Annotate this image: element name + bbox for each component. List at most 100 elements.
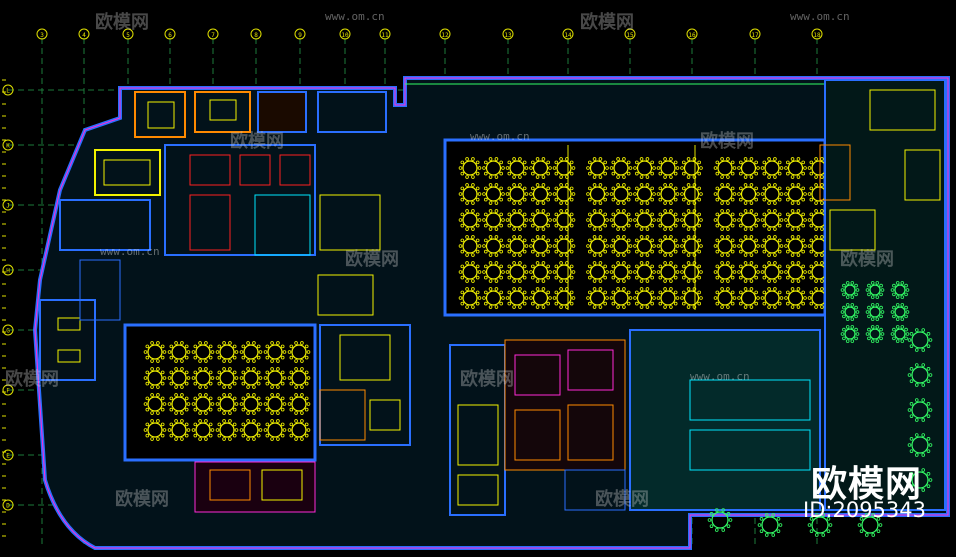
round-table: [482, 157, 505, 179]
round-table: [680, 157, 703, 179]
round-table: [784, 209, 807, 231]
round-table: [458, 157, 482, 179]
round-table: [552, 157, 576, 179]
grid-row-label: G: [6, 328, 10, 335]
round-table: [586, 209, 609, 231]
ballroom-main: [443, 138, 831, 317]
round-table: [263, 367, 287, 389]
grid-column-bubble: [562, 28, 574, 40]
grid-row-bubble: [2, 499, 14, 511]
watermark-brand-8: 欧模网: [460, 369, 514, 390]
round-table: [482, 235, 505, 257]
round-table: [865, 303, 885, 321]
round-table: [737, 183, 760, 205]
round-table: [680, 261, 703, 283]
banquet-hall: [123, 323, 317, 462]
round-table: [191, 393, 215, 415]
east-wing: [629, 79, 946, 537]
round-table: [737, 261, 760, 283]
grid-column-bubble: [502, 28, 514, 40]
round-table: [586, 261, 609, 283]
round-table: [167, 419, 191, 441]
round-table: [287, 341, 311, 363]
grid-row-bubble: [2, 199, 14, 211]
round-table: [840, 303, 860, 321]
round-table: [287, 419, 311, 441]
round-table: [784, 261, 807, 283]
round-table: [609, 235, 633, 257]
round-table: [263, 419, 287, 441]
round-table: [656, 157, 680, 179]
round-table: [239, 393, 263, 415]
round-table: [737, 209, 760, 231]
round-table: [784, 235, 807, 257]
round-table: [215, 367, 239, 389]
round-table: [656, 261, 680, 283]
grid-column-bubble: [36, 28, 48, 40]
watermark-brand-3: 欧模网: [230, 131, 284, 152]
round-table: [552, 209, 576, 231]
grid-row-label: D: [6, 503, 10, 510]
watermark-brand-10: 欧模网: [595, 489, 649, 510]
grid-column-bubble: [339, 28, 351, 40]
round-table: [713, 183, 737, 205]
round-table: [633, 183, 656, 205]
round-table: [865, 325, 885, 343]
round-table: [167, 341, 191, 363]
grid-column-bubble: [686, 28, 698, 40]
grid-column-label: 18: [813, 32, 821, 39]
round-table: [760, 287, 784, 309]
round-table: [458, 261, 482, 283]
watermark-brand-5: 欧模网: [345, 249, 399, 270]
round-table: [633, 235, 656, 257]
grid-column-bubble: [811, 28, 823, 40]
round-table: [482, 287, 505, 309]
round-table: [529, 287, 552, 309]
round-table: [529, 209, 552, 231]
round-table: [890, 303, 910, 321]
grid-column-bubble: [164, 28, 176, 40]
round-table: [757, 513, 783, 537]
grid-column-bubble: [439, 28, 451, 40]
round-table: [633, 261, 656, 283]
grid-column-bubble: [122, 28, 134, 40]
round-table: [907, 328, 933, 352]
grid-row-label: K: [6, 143, 10, 150]
round-table: [907, 468, 933, 492]
round-table: [482, 261, 505, 283]
round-table: [857, 513, 883, 537]
round-table: [167, 393, 191, 415]
round-table: [656, 235, 680, 257]
round-table: [552, 287, 576, 309]
round-table: [239, 341, 263, 363]
round-table: [633, 287, 656, 309]
grid-column-bubble: [749, 28, 761, 40]
round-table: [907, 433, 933, 457]
round-table: [680, 183, 703, 205]
watermark-url-3: www.om.cn: [470, 130, 530, 143]
round-table: [586, 157, 609, 179]
grid-column-bubble: [294, 28, 306, 40]
round-table: [890, 281, 910, 299]
round-table: [505, 261, 529, 283]
watermark-url-1: www.om.cn: [325, 10, 385, 23]
round-table: [143, 367, 167, 389]
ballroom-tables: [458, 157, 831, 309]
round-table: [760, 183, 784, 205]
round-table: [191, 367, 215, 389]
round-table: [713, 157, 737, 179]
round-table: [191, 341, 215, 363]
round-table: [458, 287, 482, 309]
round-table: [529, 235, 552, 257]
round-table: [633, 157, 656, 179]
grid-row-label: F: [6, 388, 10, 395]
round-table: [656, 183, 680, 205]
round-table: [191, 419, 215, 441]
grid-column-bubble: [78, 28, 90, 40]
round-table: [552, 183, 576, 205]
round-table: [609, 209, 633, 231]
round-table: [680, 209, 703, 231]
round-table: [529, 261, 552, 283]
